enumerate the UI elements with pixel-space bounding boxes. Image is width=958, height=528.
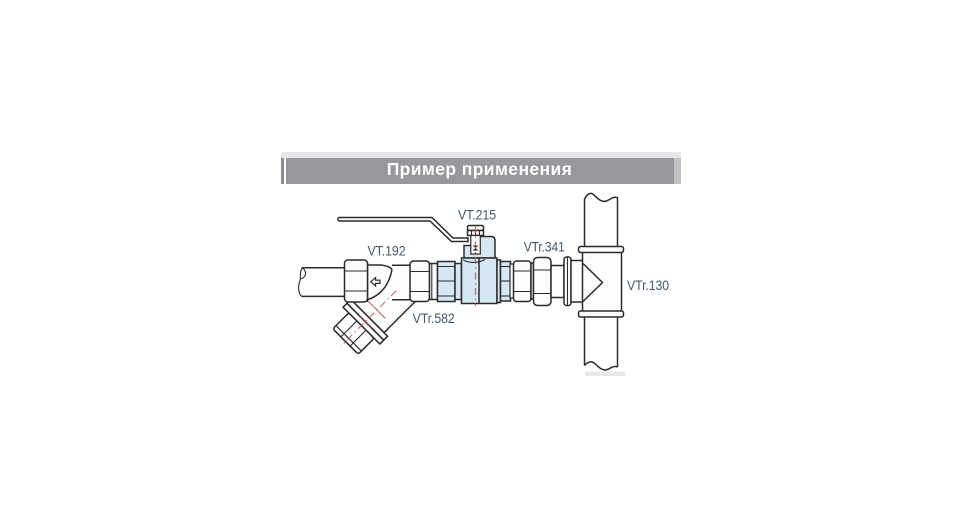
centerline-tick <box>368 301 386 319</box>
flow-arrow-icon <box>369 276 381 288</box>
header-title: Пример применения <box>386 159 573 180</box>
strainer-body-top <box>367 264 393 270</box>
tee-assembly <box>563 192 625 376</box>
tee-socket <box>570 259 585 303</box>
header-bar: Пример применения <box>285 157 674 184</box>
left-pipe <box>298 266 345 298</box>
centerline-tick <box>359 315 372 328</box>
tee-socket-chevron <box>582 262 604 303</box>
part-labels: VT.192 VT.215 VTr.341 VTr.582 VTr.130 <box>368 207 670 326</box>
label-strainer: VT.192 <box>368 242 406 258</box>
neck-fillet-arc <box>462 259 486 264</box>
label-ball-valve: VT.215 <box>458 207 496 223</box>
label-tee: VTr.130 <box>627 277 669 293</box>
union-big-nut <box>532 256 552 307</box>
union-582 <box>409 260 439 303</box>
header-left-edge <box>280 157 284 184</box>
valve-handle <box>337 216 469 243</box>
union-ring <box>428 262 439 301</box>
valve-left-step <box>454 262 463 301</box>
strainer-outlet <box>391 265 413 300</box>
vertical-pipe-bottom <box>583 317 625 376</box>
header-highlight-strip <box>281 151 681 158</box>
y-strainer <box>333 259 418 354</box>
branch-axis-centerline <box>340 290 397 347</box>
strainer-centerline <box>340 290 397 347</box>
label-union-left: VTr.582 <box>413 310 455 326</box>
vertical-pipe-top <box>583 192 619 247</box>
union-nut <box>409 260 431 303</box>
hex-nut <box>343 259 369 303</box>
tee-bottom-collar <box>577 310 625 318</box>
ball-valve <box>337 216 512 306</box>
union-341 <box>509 256 565 307</box>
pipe-shadow <box>585 371 625 376</box>
union-nut <box>512 260 532 303</box>
header-right-edge <box>673 157 681 184</box>
pipe-break-line <box>298 267 307 297</box>
tee-top-collar <box>577 245 625 254</box>
strainer-inlet-nut <box>343 259 369 303</box>
label-union-right: VTr.341 <box>524 238 565 254</box>
union-tail <box>550 264 565 299</box>
pipe-break-line <box>583 361 618 371</box>
pipe-break-line <box>583 192 618 203</box>
